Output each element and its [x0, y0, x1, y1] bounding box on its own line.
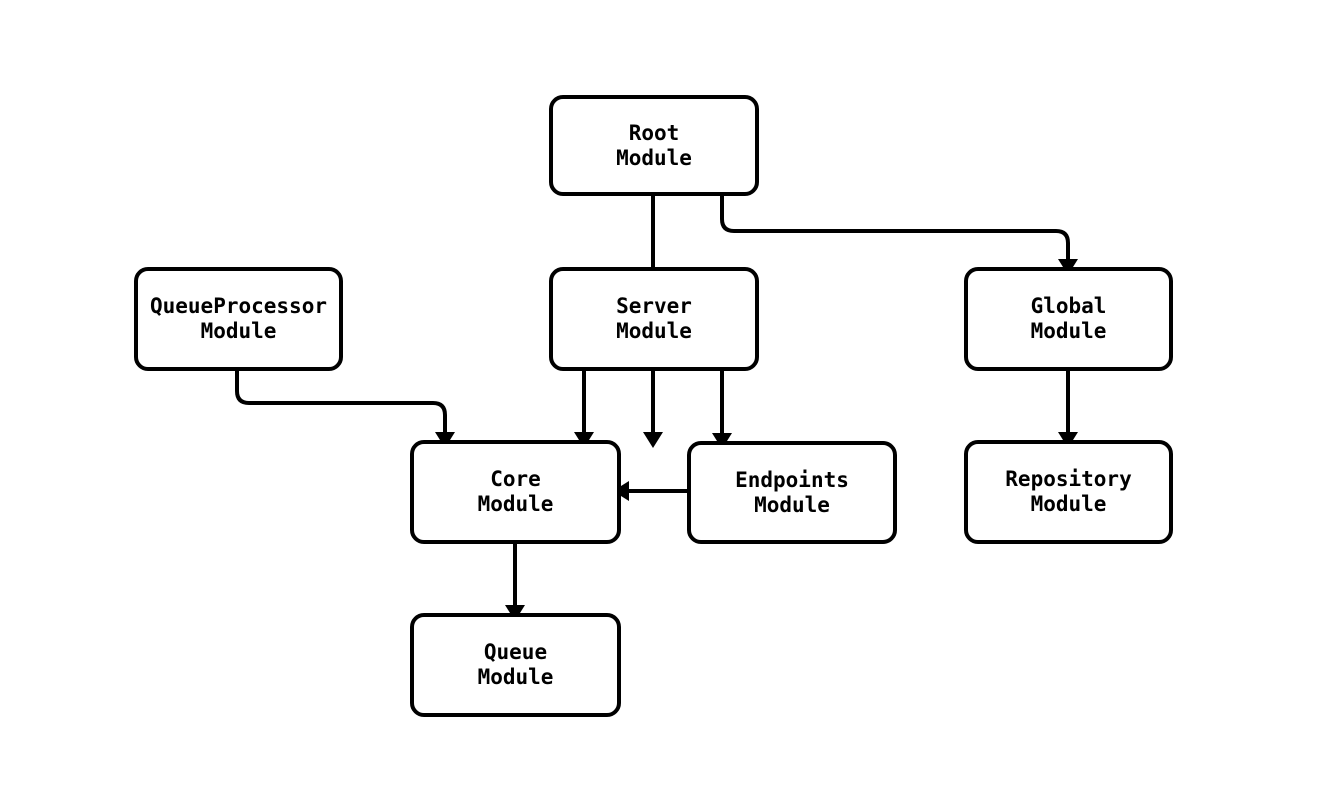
arrowhead-root-server [643, 432, 663, 448]
edge-queueprocessor-core [235, 371, 447, 432]
node-endpoints-module-label: Endpoints Module [735, 467, 849, 517]
node-core-module-label: Core Module [477, 467, 554, 516]
node-core-module[interactable]: Core Module [410, 440, 621, 544]
node-root-module[interactable]: Root Module [549, 95, 759, 196]
node-queue-module-label: Queue Module [477, 640, 554, 689]
node-repository-module-label: Repository Module [1005, 467, 1132, 516]
node-server-module[interactable]: Server Module [549, 267, 759, 371]
node-queue-module[interactable]: Queue Module [410, 613, 621, 717]
edge-root-global [720, 196, 1070, 259]
node-queueprocessor-module-label: QueueProcessor Module [149, 294, 327, 343]
node-queueprocessor-module[interactable]: QueueProcessor Module [134, 267, 343, 371]
node-root-module-label: Root Module [616, 120, 692, 170]
node-repository-module[interactable]: Repository Module [964, 440, 1173, 544]
node-global-module[interactable]: Global Module [964, 267, 1173, 371]
node-endpoints-module[interactable]: Endpoints Module [687, 441, 897, 544]
node-server-module-label: Server Module [616, 294, 692, 343]
node-global-module-label: Global Module [1030, 294, 1107, 343]
